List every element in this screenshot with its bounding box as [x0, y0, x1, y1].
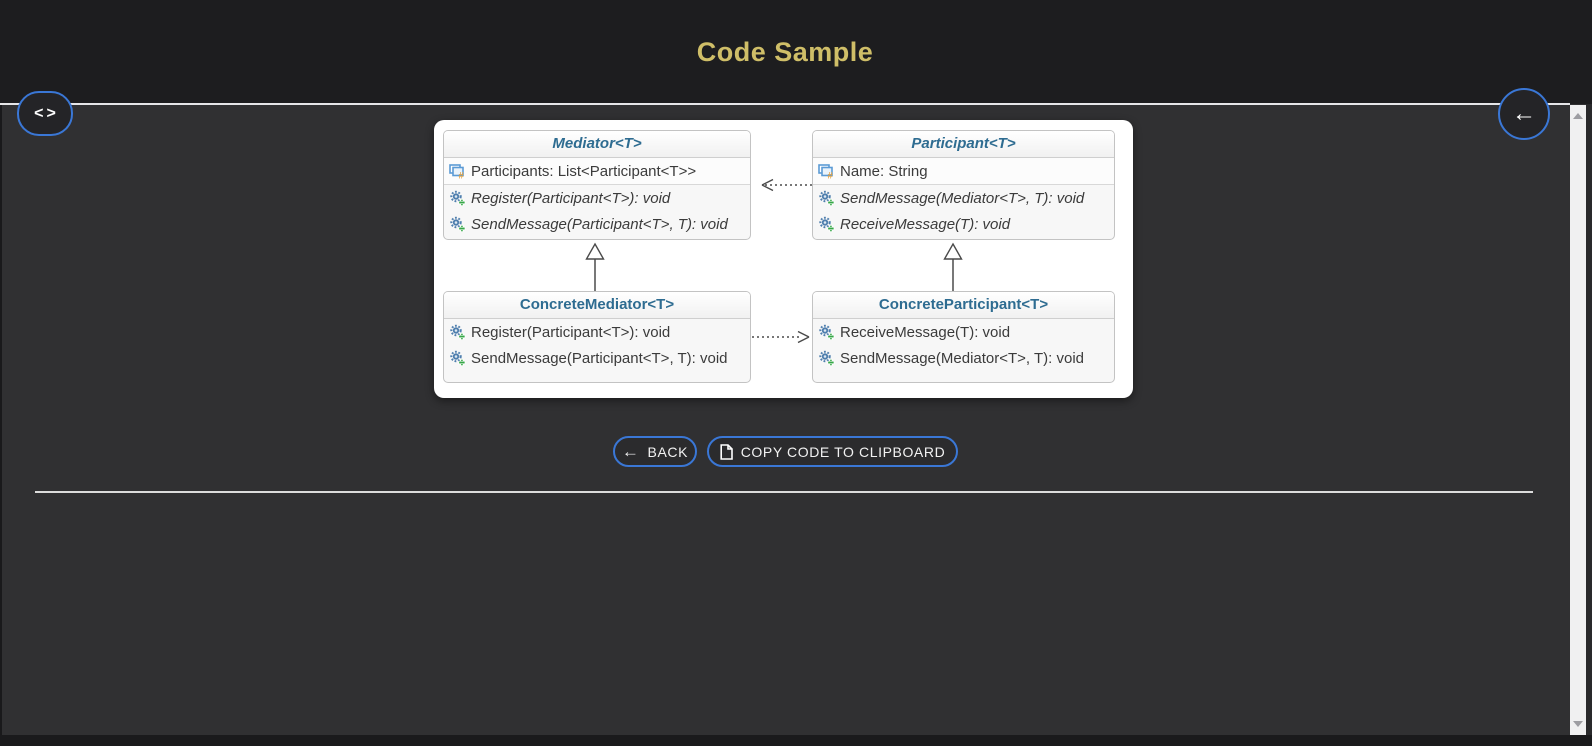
class-box-concrete-mediator: ConcreteMediator<T> Register(Participant… [443, 291, 751, 383]
method-text: Register(Participant<T>): void [471, 323, 671, 341]
method-icon [818, 350, 835, 366]
class-attribute-row: # Name: String [813, 158, 1114, 184]
method-icon [818, 324, 835, 340]
class-attribute-row: # Participants: List<Participant<T>> [444, 158, 750, 184]
method-icon [449, 324, 466, 340]
vertical-scrollbar[interactable] [1570, 105, 1586, 735]
left-edge-strip [0, 104, 2, 746]
copy-code-button-label: COPY CODE TO CLIPBOARD [740, 443, 946, 460]
file-icon [720, 443, 733, 460]
class-method-row: ReceiveMessage(T): void [813, 319, 1114, 345]
back-arrow-icon: ← [1512, 100, 1536, 127]
back-button-label: BACK [647, 443, 689, 460]
method-icon [818, 190, 835, 206]
class-title: ConcreteMediator<T> [444, 292, 750, 319]
back-button[interactable]: ← BACK [613, 436, 697, 467]
class-title: ConcreteParticipant<T> [813, 292, 1114, 319]
field-icon: # [818, 163, 835, 179]
method-text: SendMessage(Mediator<T>, T): void [840, 349, 1085, 367]
class-title: Participant<T> [813, 131, 1114, 158]
class-method-row: ReceiveMessage(T): void [813, 211, 1114, 237]
class-method-row: SendMessage(Participant<T>, T): void [444, 345, 750, 371]
code-toggle-icon: <> [34, 104, 59, 122]
svg-text:#: # [828, 170, 834, 178]
method-text: SendMessage(Participant<T>, T): void [471, 349, 728, 367]
copy-code-button[interactable]: COPY CODE TO CLIPBOARD [707, 436, 958, 467]
uml-diagram-card: Mediator<T> # Participants: List<Partici… [434, 120, 1133, 398]
class-method-row: SendMessage(Mediator<T>, T): void [813, 185, 1114, 211]
header-bar [0, 0, 1592, 104]
section-divider [35, 491, 1533, 493]
scroll-down-icon[interactable] [1573, 721, 1583, 727]
class-title: Mediator<T> [444, 131, 750, 158]
back-nav-button[interactable]: ← [1498, 88, 1550, 140]
toggle-code-button[interactable]: <> [17, 91, 73, 136]
method-text: Register(Participant<T>): void [471, 189, 671, 207]
class-method-row: SendMessage(Participant<T>, T): void [444, 211, 750, 237]
attribute-text: Name: String [840, 162, 928, 180]
bottom-edge-bar [0, 735, 1592, 746]
right-edge-strip [1586, 104, 1592, 746]
method-icon [818, 216, 835, 232]
method-text: ReceiveMessage(T): void [840, 215, 1011, 233]
page-title: Code Sample [696, 37, 874, 67]
field-icon: # [449, 163, 466, 179]
class-method-row: Register(Participant<T>): void [444, 185, 750, 211]
class-box-concrete-participant: ConcreteParticipant<T> ReceiveMessage(T)… [812, 291, 1115, 383]
attribute-text: Participants: List<Participant<T>> [471, 162, 697, 180]
class-box-participant: Participant<T> # Name: String SendMessag… [812, 130, 1115, 240]
header-divider [0, 103, 1570, 105]
method-text: ReceiveMessage(T): void [840, 323, 1011, 341]
method-text: SendMessage(Mediator<T>, T): void [840, 189, 1085, 207]
class-method-row: SendMessage(Mediator<T>, T): void [813, 345, 1114, 371]
method-icon [449, 216, 466, 232]
class-method-row: Register(Participant<T>): void [444, 319, 750, 345]
left-arrow-icon: ← [621, 442, 640, 461]
method-text: SendMessage(Participant<T>, T): void [471, 215, 728, 233]
scroll-up-icon[interactable] [1573, 113, 1583, 119]
svg-text:#: # [459, 170, 465, 178]
method-icon [449, 190, 466, 206]
method-icon [449, 350, 466, 366]
class-box-mediator: Mediator<T> # Participants: List<Partici… [443, 130, 751, 240]
